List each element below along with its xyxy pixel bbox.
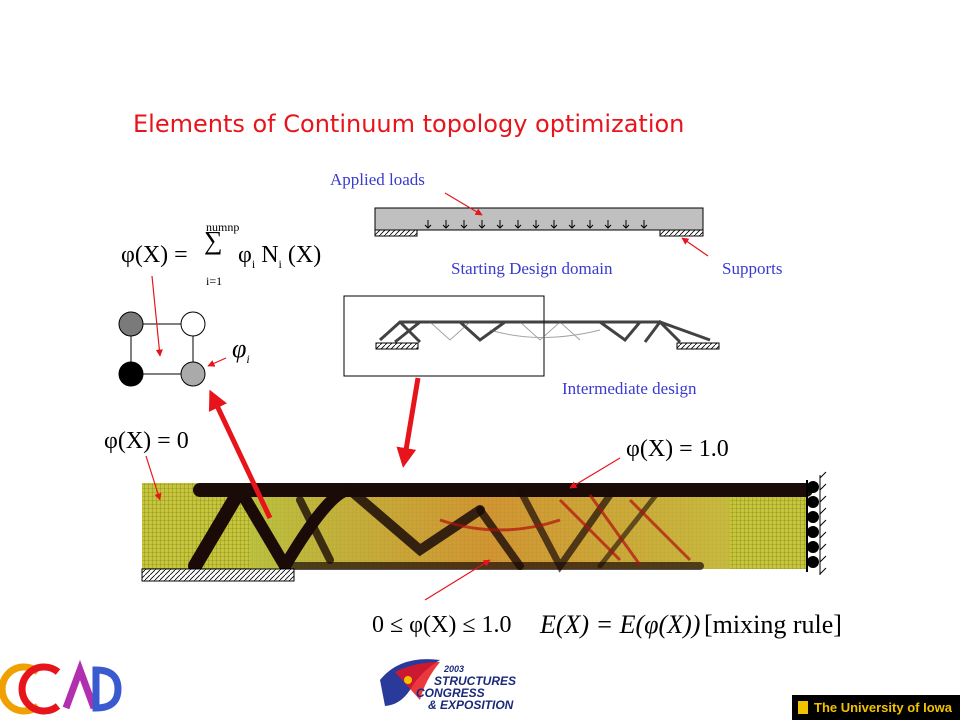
ccad-logo xyxy=(0,659,122,715)
intermediate-design-label: Intermediate design xyxy=(562,379,697,398)
phi-sum-shape-fn: N xyxy=(261,242,279,268)
university-name: The University of Iowa xyxy=(814,700,952,715)
mixing-rule-label: [mixing rule] xyxy=(704,610,842,639)
supports-label: Supports xyxy=(722,259,783,278)
phi-i-label: φi xyxy=(232,334,250,367)
conf-line2: CONGRESS xyxy=(416,686,485,700)
slide-title: Elements of Continuum topology optimizat… xyxy=(133,110,685,138)
conf-line1: STRUCTURES xyxy=(434,674,517,688)
phi-sum-term-symbol: φ xyxy=(238,242,252,268)
phi-i-symbol: φ xyxy=(232,334,247,363)
phi-zero-equation: φ(X) = 0 xyxy=(104,428,189,454)
old-capitol-icon xyxy=(798,701,808,714)
phi-sum-shape-index: i xyxy=(278,256,282,271)
starting-design-domain-label: Starting Design domain xyxy=(451,259,613,278)
university-banner: The University of Iowa xyxy=(792,695,960,720)
phi-sum-term: φi Ni (X) xyxy=(238,242,321,272)
phi-range-equation: 0 ≤ φ(X) ≤ 1.0 xyxy=(372,612,512,638)
phi-sum-equation: φ(X) = xyxy=(121,242,188,269)
annotation-arrows xyxy=(145,192,709,601)
intermediate-design xyxy=(343,295,720,377)
phi-sum-term-index: i xyxy=(251,256,256,271)
big-red-arrows xyxy=(208,377,421,520)
conference-emblem xyxy=(380,659,440,706)
phi-sum-lhs: φ(X) = xyxy=(121,242,188,268)
applied-loads-label: Applied loads xyxy=(330,170,425,189)
phi-one-equation: φ(X) = 1.0 xyxy=(626,436,729,462)
conf-year: 2003 xyxy=(444,664,465,674)
element-node-diagram xyxy=(118,311,206,387)
optimized-beam xyxy=(141,471,827,582)
mixing-equation: E(X) = E(φ(X)) xyxy=(540,610,700,640)
sum-lower-limit: i=1 xyxy=(206,274,223,288)
starting-domain-beam xyxy=(374,207,704,237)
mixing-formula: E(X) = E(φ(X)) xyxy=(540,610,701,639)
conf-line3: & EXPOSITION xyxy=(428,698,514,712)
phi-sum-shape-arg: (X) xyxy=(287,242,322,268)
sum-upper-limit: numnp xyxy=(206,220,240,234)
phi-i-index: i xyxy=(246,352,250,367)
sum-symbol: ∑ xyxy=(204,226,223,255)
